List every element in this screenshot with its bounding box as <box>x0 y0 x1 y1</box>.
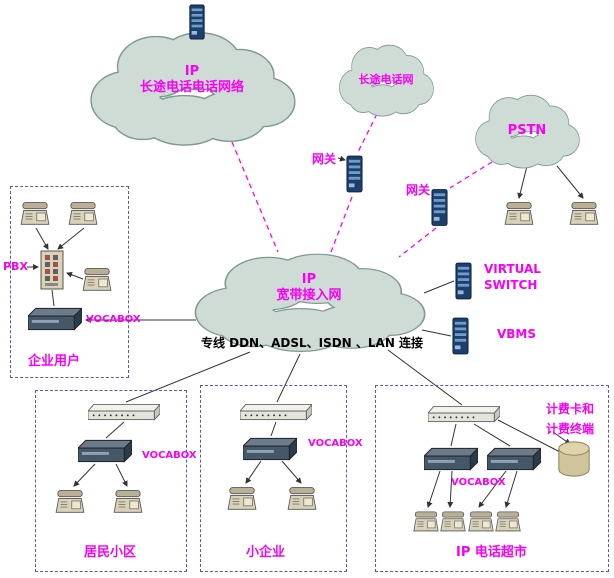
cloud-long-distance-network: 长途电话网 <box>338 42 434 118</box>
virtual-switch-label-line1: VIRTUAL <box>484 262 541 276</box>
enterprise-users-group-box <box>10 186 129 378</box>
vocabox-device-icon <box>28 306 82 332</box>
gateway-label-1: 网关 <box>312 152 337 166</box>
billing-label-line1: 计费卡和 <box>546 402 595 416</box>
residential-community-group-box <box>35 390 187 572</box>
telephone-icon <box>68 200 98 226</box>
telephone-icon <box>440 509 466 533</box>
vocabox-label: VOCABOX <box>86 314 141 325</box>
telephone-icon <box>468 509 494 533</box>
gateway-server-icon <box>431 187 448 228</box>
cloud-ip-broadband-line1: IP <box>301 271 317 287</box>
vocabox-device-icon <box>78 438 132 464</box>
pbx-device-icon <box>40 250 64 290</box>
vocabox-device-icon <box>424 446 478 472</box>
pbx-label: PBX <box>3 260 28 273</box>
small-business-group-label: 小企业 <box>246 545 286 560</box>
vocabox-device-icon <box>487 446 541 472</box>
lan-switch-icon <box>240 402 312 422</box>
vocabox-device-icon <box>243 436 297 462</box>
telephone-icon <box>55 488 85 514</box>
vbms-server-icon <box>452 317 469 355</box>
ip-phone-market-group-label: IP 电话超市 <box>456 545 527 560</box>
telephone-icon <box>495 509 521 533</box>
telephone-icon <box>569 200 599 226</box>
gateway-label-2: 网关 <box>406 183 431 197</box>
cloud-ip-broadband-access: IP 宽带接入网 <box>192 250 426 354</box>
vocabox-label: VOCABOX <box>308 438 363 449</box>
telephone-icon <box>413 509 439 533</box>
billing-label-line2: 计费终端 <box>546 422 595 436</box>
virtual-switch-server-icon <box>455 262 472 300</box>
cloud-pstn: PSTN <box>474 92 580 170</box>
telephone-icon <box>227 485 257 511</box>
virtual-switch-label: VIRTUAL SWITCH <box>484 261 541 293</box>
billing-database-cylinder-icon <box>556 440 592 478</box>
lan-switch-icon <box>88 402 160 422</box>
cloud-ip-long-distance-network: IP 长途电话电话网络 <box>88 28 296 148</box>
server-icon <box>188 4 206 40</box>
cloud-ip-long-distance-line1: IP <box>184 63 200 79</box>
ip-phone-market-group-box <box>375 385 609 572</box>
residential-group-label: 居民小区 <box>84 545 137 560</box>
cloud-long-distance-label: 长途电话网 <box>358 73 414 87</box>
cloud-pstn-label: PSTN <box>507 122 547 138</box>
enterprise-group-label: 企业用户 <box>28 354 81 369</box>
lan-switch-icon <box>428 404 500 424</box>
telephone-icon <box>113 488 143 514</box>
cloud-ip-long-distance-line2: 长途电话电话网络 <box>139 80 244 95</box>
telephone-icon <box>20 200 50 226</box>
vocabox-label: VOCABOX <box>142 450 197 461</box>
gateway-server-icon <box>346 152 363 196</box>
vocabox-label: VOCABOX <box>451 477 506 488</box>
access-methods-caption: 专线 DDN、ADSL、ISDN 、LAN 连接 <box>200 336 424 350</box>
vbms-label: VBMS <box>497 327 537 341</box>
telephone-icon <box>287 485 317 511</box>
small-business-group-box <box>200 385 347 572</box>
virtual-switch-label-line2: SWITCH <box>484 278 538 292</box>
cloud-ip-broadband-line2: 宽带接入网 <box>276 288 342 303</box>
telephone-icon <box>504 200 534 226</box>
telephone-icon <box>82 266 112 292</box>
